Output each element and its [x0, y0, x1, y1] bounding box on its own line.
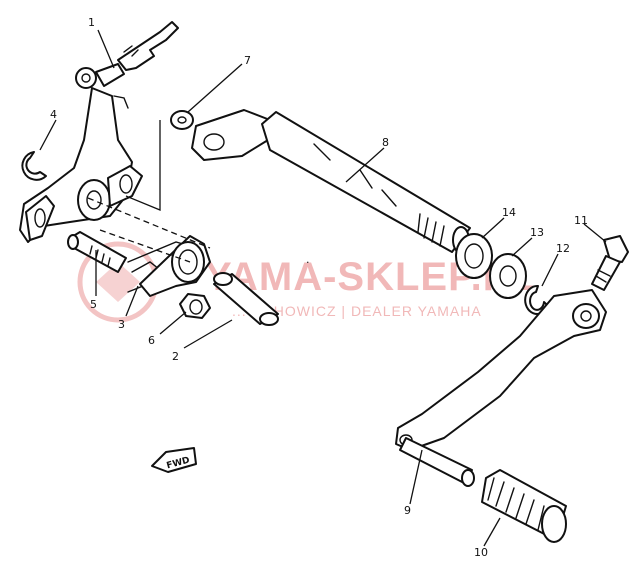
callout-10: 10: [474, 546, 488, 559]
callout-3: 3: [118, 318, 125, 331]
callout-2: 2: [172, 350, 179, 363]
part-6-nut: [179, 293, 211, 319]
part-8-shift-shaft: [191, 109, 471, 254]
callout-13: 13: [530, 226, 544, 239]
callout-7: 7: [244, 54, 251, 67]
callout-numbers: 1 2 3 4 5 6 7 8 9 10 11 12 13 14: [50, 16, 588, 559]
part-7-seal: [170, 110, 194, 130]
part-14-oil-seal: [455, 233, 493, 279]
callout-1: 1: [88, 16, 95, 29]
callout-11: 11: [574, 214, 588, 227]
alignment-line: [125, 120, 161, 211]
part-11-bolt: [591, 235, 629, 291]
leader-lines: [39, 29, 607, 547]
callout-8: 8: [382, 136, 389, 149]
callout-5: 5: [90, 298, 97, 311]
part-2-pin: [213, 272, 279, 326]
callout-14: 14: [502, 206, 516, 219]
callout-12: 12: [556, 242, 570, 255]
fwd-arrow-icon: FWD: [151, 447, 197, 473]
callout-9: 9: [404, 504, 411, 517]
part-5-stopper-bolt: [67, 231, 127, 273]
callout-4: 4: [50, 108, 57, 121]
alignment-line: [99, 229, 191, 263]
shift-lever-link: [139, 235, 211, 297]
part-13-washer: [489, 253, 527, 299]
part-10-pedal-rubber: [481, 469, 567, 543]
alignment-line: [87, 197, 211, 249]
part-9-shift-pedal: [395, 289, 607, 487]
callout-6: 6: [148, 334, 155, 347]
watermark-subline: ...CICHOWICZ | DEALER YAMAHA: [232, 303, 482, 319]
part-1-shift-arm: [19, 21, 179, 243]
center-dot: ·: [306, 256, 310, 269]
part-4-circlip: [21, 151, 47, 181]
